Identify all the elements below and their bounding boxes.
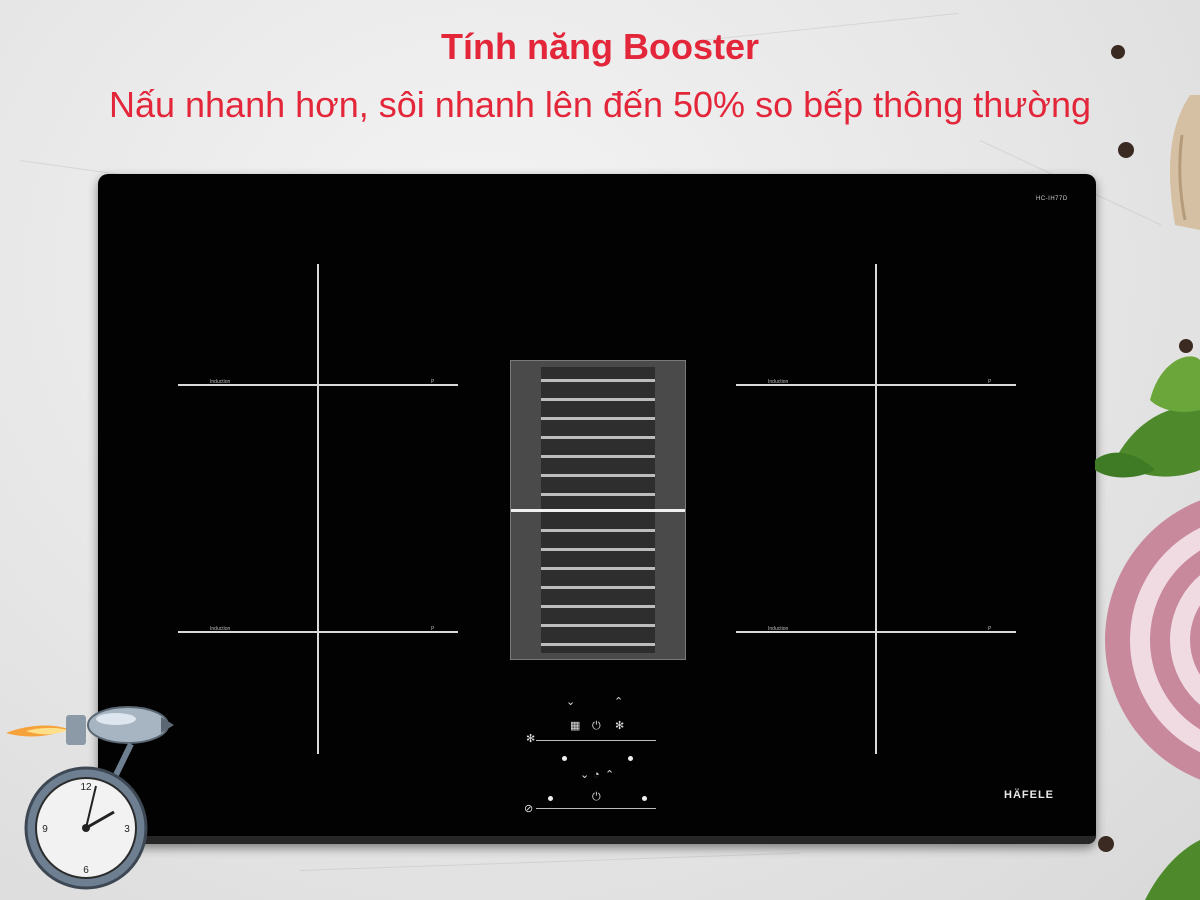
zone-selector-dot[interactable] — [642, 796, 647, 801]
fan-mode-icon[interactable]: ▦ — [570, 720, 581, 732]
control-panel: ⌄ ⌃ ▦ ⏻ ✻ ✻ ⌄ ◔ ⌃ ⏻ ⊘ — [518, 694, 678, 815]
zone-label: P — [988, 379, 992, 385]
basil-leaves — [1095, 356, 1200, 478]
zone-selector-dot[interactable] — [548, 796, 553, 801]
red-onion-slice — [1105, 500, 1200, 780]
zone-selector-dot[interactable] — [628, 756, 633, 761]
peppercorns — [1098, 836, 1114, 852]
fan-icon[interactable]: ✻ — [526, 733, 536, 745]
zone-divider — [317, 264, 319, 754]
downdraft-vent — [510, 360, 686, 660]
induction-cooktop: HC-IH77D Induction P Induction P Inducti… — [98, 174, 1096, 844]
zone-selector-dot[interactable] — [562, 756, 567, 761]
chevron-up-icon[interactable]: ⌃ — [605, 769, 615, 781]
zone-label: P — [988, 626, 992, 632]
zone-divider — [875, 264, 877, 754]
brand-logo: HÄFELE — [1004, 789, 1054, 801]
svg-text:3: 3 — [124, 824, 130, 835]
chevron-down-icon[interactable]: ⌄ — [566, 696, 576, 708]
fan-icon[interactable]: ✻ — [615, 720, 625, 732]
model-number: HC-IH77D — [1036, 196, 1068, 202]
control-line — [536, 740, 656, 741]
zone-label: P — [431, 379, 435, 385]
zone-label: Induction — [210, 379, 231, 385]
svg-text:9: 9 — [42, 824, 48, 835]
power-icon[interactable]: ⏻ — [592, 791, 601, 803]
timer-icon[interactable]: ⊘ — [524, 803, 534, 815]
power-icon[interactable]: ⏻ — [592, 720, 601, 732]
zone-label: Induction — [768, 379, 789, 385]
zone-divider — [178, 384, 458, 386]
zone-label: Induction — [768, 626, 789, 632]
mushroom — [1170, 95, 1200, 230]
svg-text:12: 12 — [80, 782, 92, 793]
control-line — [536, 808, 656, 809]
vent-divider-bar — [511, 509, 685, 512]
zone-divider — [736, 384, 1016, 386]
zone-divider — [178, 631, 458, 633]
chevron-down-icon[interactable]: ⌄ — [580, 769, 590, 781]
herb-sprig — [1145, 840, 1200, 900]
page-title: Tính năng Booster — [441, 26, 759, 67]
timer-icon[interactable]: ◔ — [593, 769, 600, 781]
zone-label: P — [431, 626, 435, 632]
chevron-up-icon[interactable]: ⌃ — [614, 696, 624, 708]
peppercorns — [1111, 45, 1193, 353]
stopwatch-icon: 12 3 6 9 — [24, 742, 148, 890]
booster-rocket-icon — [6, 706, 174, 745]
svg-text:6: 6 — [83, 865, 89, 876]
page-subtitle: Nấu nhanh hơn, sôi nhanh lên đến 50% so … — [108, 84, 1092, 125]
cooktop-edge — [98, 836, 1096, 844]
zone-label: Induction — [210, 626, 231, 632]
zone-divider — [736, 631, 1016, 633]
